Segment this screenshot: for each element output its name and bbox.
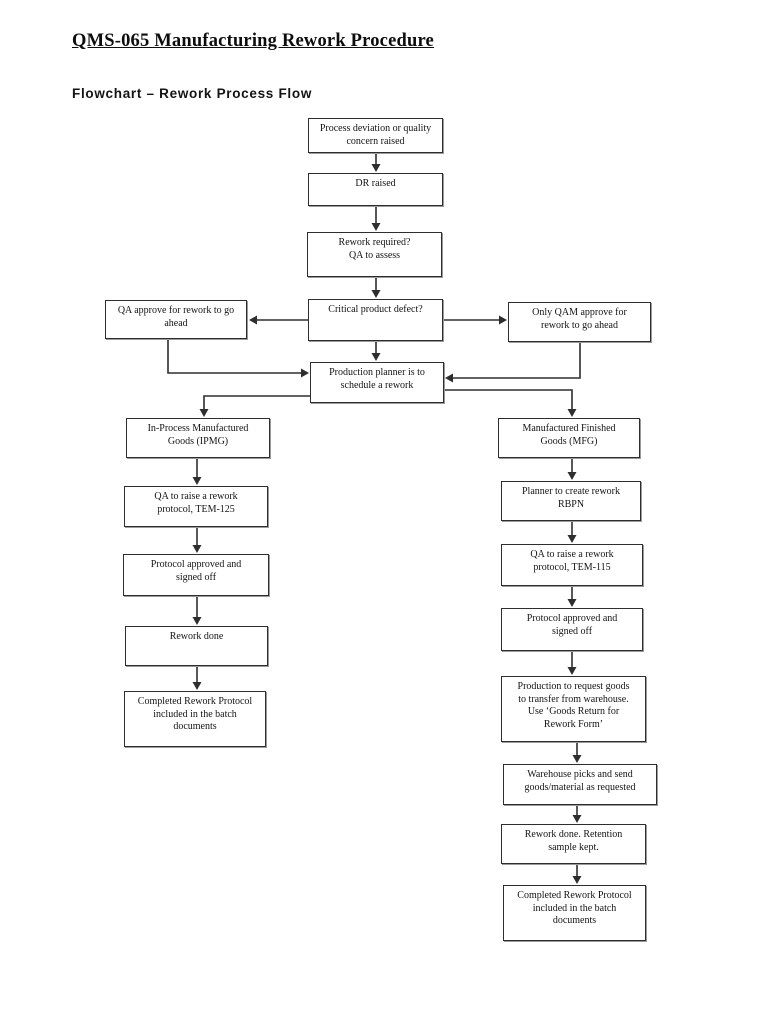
flow-node-production-request: Production to request goods to transfer … — [501, 676, 646, 742]
arrow-critical-to-qa-approve — [249, 315, 308, 325]
arrow-production-request-to-warehouse — [572, 742, 582, 763]
connector-qam-approve-to-planner — [445, 342, 581, 383]
flow-node-qam-approve: Only QAM approve for rework to go ahead — [508, 302, 651, 342]
flow-node-dr-raised: DR raised — [308, 173, 443, 206]
arrow-protocol125-to-approved — [192, 527, 202, 553]
arrow-protocol115-to-approved — [567, 586, 577, 607]
flow-node-completed-protocol-left: Completed Rework Protocol included in th… — [124, 691, 266, 747]
flowchart-section-heading: Flowchart – Rework Process Flow — [72, 86, 313, 101]
flow-node-process-deviation: Process deviation or quality concern rai… — [308, 118, 443, 153]
flow-node-ipmg: In-Process Manufactured Goods (IPMG) — [126, 418, 270, 458]
flow-node-protocol-approved-right: Protocol approved and signed off — [501, 608, 643, 651]
arrow-rework-done-to-completed-left — [192, 666, 202, 690]
flow-node-protocol-approved-left: Protocol approved and signed off — [123, 554, 269, 596]
arrow-ipmg-to-protocol125 — [192, 458, 202, 485]
document-title: QMS-065 Manufacturing Rework Procedure — [72, 31, 434, 51]
connector-planner-to-mfg — [444, 389, 577, 417]
arrow-critical-to-qam-approve — [443, 315, 507, 325]
connector-qa-approve-to-planner — [167, 339, 309, 378]
flow-node-qa-protocol-tem115: QA to raise a rework protocol, TEM-115 — [501, 544, 643, 586]
flow-node-rework-done-right: Rework done. Retention sample kept. — [501, 824, 646, 864]
arrow-deviation-to-dr — [371, 153, 381, 172]
arrow-approved-to-rework-done-left — [192, 596, 202, 625]
flow-node-planner-rbpn: Planner to create rework RBPN — [501, 481, 641, 521]
arrow-critical-to-planner — [371, 341, 381, 361]
arrow-rework-done-to-completed-right — [572, 864, 582, 884]
flow-node-qa-approve: QA approve for rework to go ahead — [105, 300, 247, 339]
arrow-rework-required-to-critical — [371, 277, 381, 298]
flow-node-mfg: Manufactured Finished Goods (MFG) — [498, 418, 640, 458]
arrow-mfg-to-rbpn — [567, 458, 577, 480]
arrow-rbpn-to-protocol115 — [567, 521, 577, 543]
arrow-warehouse-to-rework-done-right — [572, 805, 582, 823]
flow-node-qa-protocol-tem125: QA to raise a rework protocol, TEM-125 — [124, 486, 268, 527]
flow-node-rework-done-left: Rework done — [125, 626, 268, 666]
flow-node-production-planner: Production planner is to schedule a rewo… — [310, 362, 444, 403]
flow-node-rework-required: Rework required? QA to assess — [307, 232, 442, 277]
connector-planner-to-ipmg — [199, 395, 310, 417]
arrow-approved-to-production-request — [567, 651, 577, 675]
flow-node-critical-defect: Critical product defect? — [308, 299, 443, 341]
arrow-dr-to-rework-required — [371, 206, 381, 231]
flow-node-completed-protocol-right: Completed Rework Protocol included in th… — [503, 885, 646, 941]
flow-node-warehouse-picks: Warehouse picks and send goods/material … — [503, 764, 657, 805]
